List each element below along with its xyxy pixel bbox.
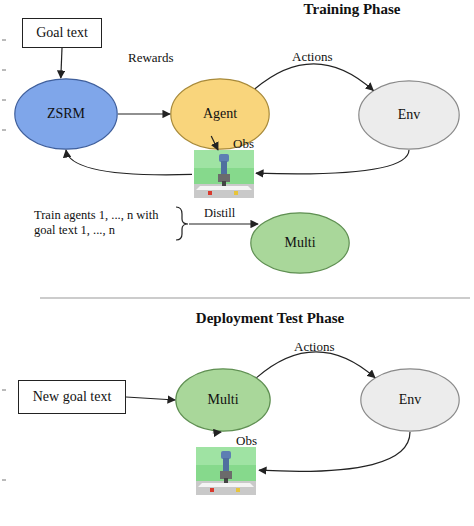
reward-model-ellipse: ZSRM [14,78,118,150]
flow-arrow [256,150,409,174]
yellow-block [236,488,240,492]
node-label: Env [358,80,460,150]
yellow-block [234,191,238,195]
flow-arrow [61,48,62,78]
separator-line [40,298,470,299]
flow-arrow [257,352,375,378]
robot-illustration [196,447,256,495]
image-background [194,150,254,198]
robot-arm [223,458,229,472]
arrow-label: Distill [204,206,254,221]
edge-label: Actions [292,49,332,64]
robot-gripper [222,181,226,186]
environment-ellipse: Env [360,368,460,432]
image-table [196,186,252,190]
edge-label: Rewards [128,50,174,65]
flow-arrow [126,397,175,400]
margin-tick [2,70,6,71]
ellipse-shape [251,213,349,273]
robot-gripper [224,478,228,483]
node-label: Goal text [23,19,101,47]
image-background [196,447,256,495]
robot-head [221,451,231,459]
robot-illustration [194,150,254,198]
curly-brace [176,207,188,240]
ellipse-shape [171,79,269,149]
image-label: Obs [233,136,254,151]
multi-policy-ellipse: Multi [175,368,271,432]
margin-tick [2,390,6,391]
ellipse-shape [15,79,117,149]
red-block [208,191,212,195]
flow-arrow [66,150,192,175]
image-floor [194,184,254,198]
observation-image: Obs [193,433,259,495]
ellipse-shape [359,81,459,149]
flow-arrow [255,64,373,91]
robot-base [218,174,230,182]
node-label: New goal text [19,381,125,413]
distill-arrow [189,223,258,224]
robot-base [220,471,232,479]
section-heading: Deployment Test Phase [170,310,370,327]
flow-arrow [259,432,410,471]
input-box: Goal text [22,18,102,48]
flow-arrow [118,113,170,114]
ellipse-shape [176,369,270,431]
observation-image: Obs [192,136,256,198]
ellipse-shape [361,369,459,431]
edge-label: Actions [294,339,334,354]
node-label: Multi [175,368,271,432]
image-label: Obs [236,433,257,448]
agent-ellipse: Agent [170,78,270,150]
node-label: Multi [250,212,350,274]
node-label: ZSRM [14,78,118,150]
margin-tick [2,40,6,41]
margin-tick [2,100,6,101]
training-note: Train agents 1, ..., n with goal text 1,… [34,208,172,238]
diagram-title: Training Phase [262,1,442,18]
robot-arm [221,161,227,175]
node-label: Env [360,368,460,432]
margin-tick [2,130,6,131]
robot-head [219,154,229,162]
image-table [198,483,254,487]
node-label: Agent [170,78,270,150]
red-block [210,488,214,492]
image-floor [196,481,256,495]
flow-arrow [211,136,218,150]
margin-tick [2,480,6,481]
flow-arrow [213,432,221,433]
environment-ellipse: Env [358,80,460,150]
multi-policy-ellipse: Multi [250,212,350,274]
input-box: New goal text [18,380,126,414]
